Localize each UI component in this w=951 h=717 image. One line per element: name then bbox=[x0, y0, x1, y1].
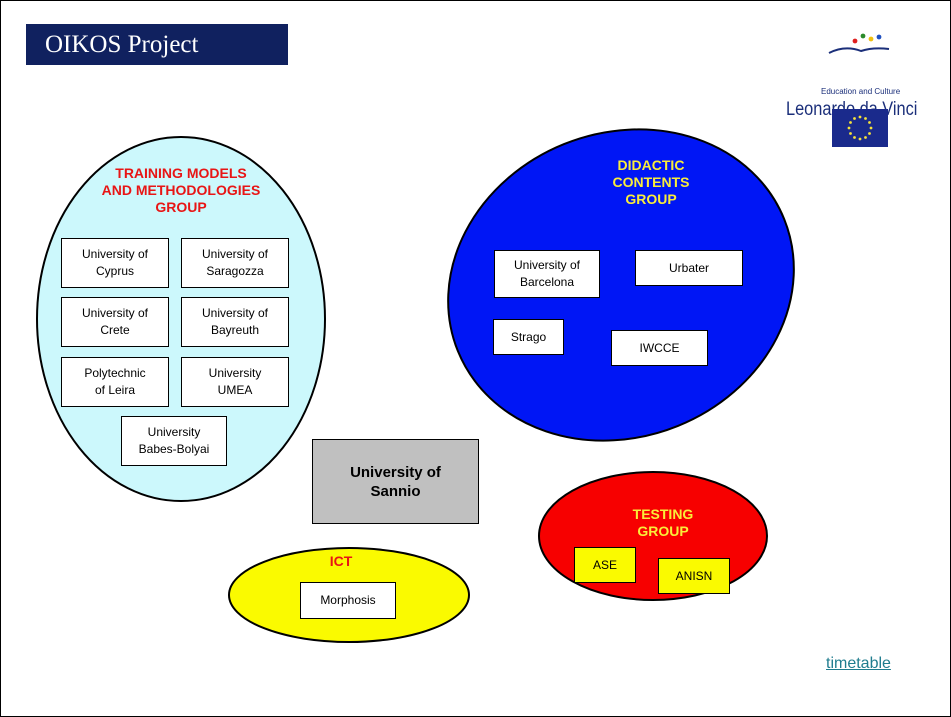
training-title-line-3: GROUP bbox=[155, 199, 207, 215]
didactic-title-line-1: DIDACTIC bbox=[617, 157, 685, 173]
member-iwcce: IWCCE bbox=[611, 330, 708, 366]
testing-title-line-1: TESTING bbox=[632, 506, 694, 522]
didactic-group-ellipse bbox=[447, 128, 795, 442]
training-group-title: TRAINING MODELS AND METHODOLOGIES GROUP bbox=[61, 165, 301, 216]
leonardo-logo: Education and Culture Leonardo da Vinci bbox=[783, 29, 938, 151]
member-ase: ASE bbox=[574, 547, 636, 583]
bird-logo-icon bbox=[828, 33, 890, 54]
testing-title-line-2: GROUP bbox=[637, 523, 689, 539]
didactic-title-line-3: GROUP bbox=[625, 191, 677, 207]
member-morphosis: Morphosis bbox=[300, 582, 396, 619]
member-anisn: ANISN bbox=[658, 558, 730, 594]
training-title-line-1: TRAINING MODELS bbox=[115, 165, 247, 181]
member-strago: Strago bbox=[493, 319, 564, 355]
training-title-line-2: AND METHODOLOGIES bbox=[101, 182, 261, 198]
didactic-title-line-2: CONTENTS bbox=[612, 174, 690, 190]
eu-flag-icon bbox=[832, 109, 888, 147]
member-urbater: Urbater bbox=[635, 250, 743, 286]
logo-tagline: Education and Culture bbox=[821, 87, 901, 96]
page-title: OIKOS Project bbox=[26, 24, 288, 65]
ict-title-line-1: ICT bbox=[329, 553, 353, 569]
timetable-link[interactable]: timetable bbox=[826, 655, 891, 672]
didactic-group-title: DIDACTIC CONTENTS GROUP bbox=[591, 157, 711, 208]
testing-group-title: TESTING GROUP bbox=[603, 506, 723, 540]
ict-group-title: ICT bbox=[301, 553, 381, 570]
